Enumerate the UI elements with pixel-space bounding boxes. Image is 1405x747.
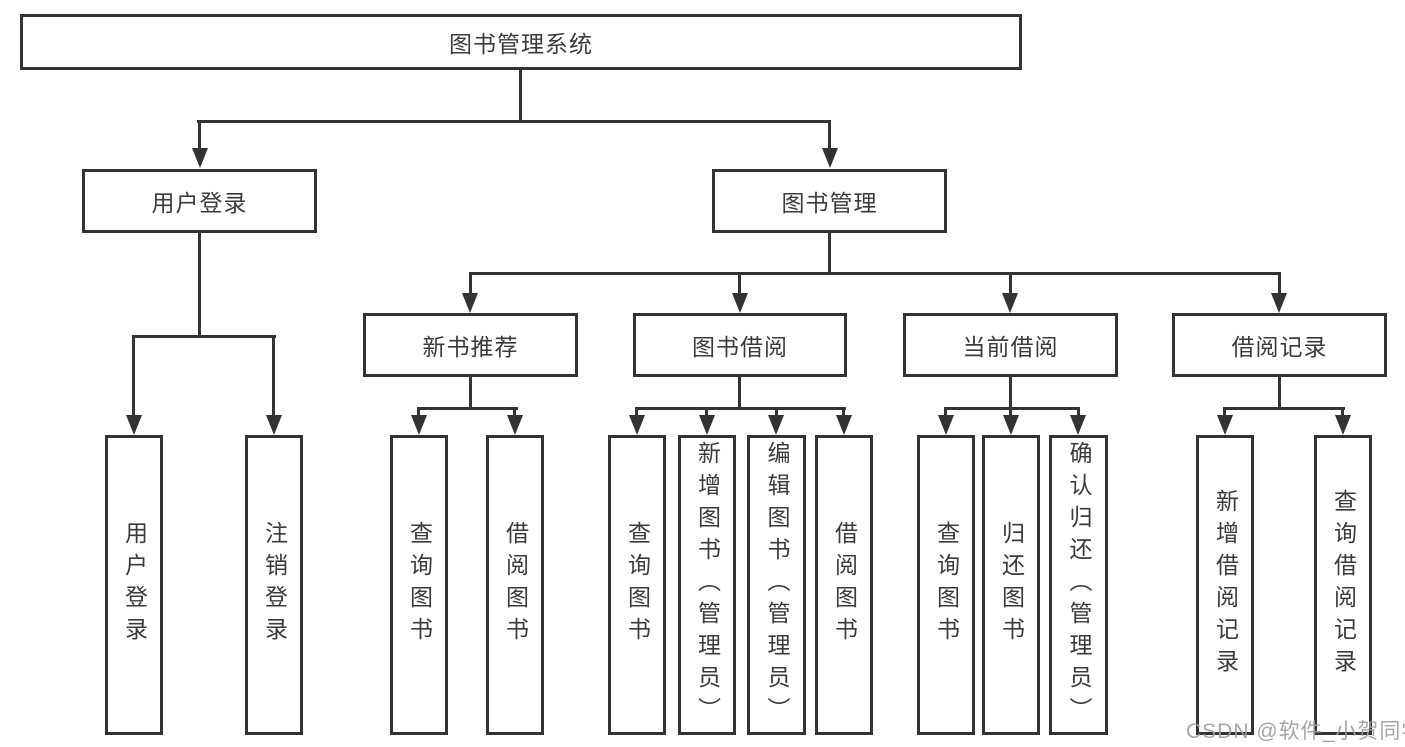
node-library-system: 图书管理系统 [20,14,1022,70]
leaf-label: 归还图书 [998,521,1025,649]
connector-borrow-stem [738,375,741,409]
leaf-borrow-books-newbook: 借阅图书 [486,435,544,735]
connector-to-leaf [705,407,708,418]
arrowhead-down-icon [836,415,852,435]
connector-login-stem [198,233,201,337]
arrowhead-down-icon [1271,293,1287,313]
node-user-login-label: 用户登录 [151,190,248,216]
node-current-borrowing: 当前借阅 [903,313,1118,377]
leaf-label: 新增图书（管理员） [694,441,721,729]
connector-to-bookmgmt [828,120,831,150]
connector-to-current [1009,272,1012,295]
node-borrowing-records-label: 借阅记录 [1231,334,1328,360]
connector-to-leaf [635,407,638,418]
leaf-label: 确认归还（管理员） [1066,441,1092,729]
leaf-label: 新增借阅记录 [1212,489,1239,681]
node-book-borrowing: 图书借阅 [633,313,847,377]
arrowhead-down-icon [126,415,142,435]
leaf-label: 查询图书 [624,521,651,649]
node-new-book-recommend: 新书推荐 [363,313,578,377]
connector-bookmgmt-stem [828,233,831,275]
connector-login-split [132,335,276,338]
connector-newbook-stem [469,375,472,409]
node-book-management: 图书管理 [712,169,947,233]
arrowhead-down-icon [462,293,478,313]
leaf-label: 编辑图书（管理员） [764,441,790,729]
connector-borrow-split [635,407,846,410]
leaf-label: 查询图书 [406,521,433,649]
leaf-confirm-return-admin: 确认归还（管理员） [1049,435,1108,735]
leaf-query-books-current: 查询图书 [917,435,975,735]
node-borrowing-records: 借阅记录 [1172,313,1387,377]
node-user-login: 用户登录 [82,169,317,233]
leaf-label: 借阅图书 [502,521,529,649]
node-book-borrowing-label: 图书借阅 [692,334,788,360]
connector-to-leaf [842,407,845,418]
leaf-query-books-newbook: 查询图书 [390,435,448,735]
arrowhead-down-icon [1070,415,1086,435]
connector-to-leaf [944,407,947,418]
connector-newbook-split [417,407,518,410]
arrowhead-down-icon [1335,415,1351,435]
connector-to-leaf [1341,407,1344,418]
connector-to-leaf [1077,407,1080,418]
connector-to-leaf [513,407,516,418]
connector-to-borrow [738,272,741,295]
leaf-logout: 注销登录 [245,435,303,735]
node-new-book-recommend-label: 新书推荐 [422,334,519,360]
connector-current-split [944,407,1080,410]
arrowhead-down-icon [629,415,645,435]
leaf-query-borrow-record: 查询借阅记录 [1314,435,1372,735]
connector-root-split [197,120,831,123]
connector-to-leaf [1009,407,1012,418]
leaf-label: 查询借阅记录 [1330,489,1357,681]
leaf-edit-books-admin: 编辑图书（管理员） [747,435,806,735]
arrowhead-down-icon [192,148,208,168]
arrowhead-down-icon [507,415,523,435]
connector-records-split [1223,407,1345,410]
arrowhead-down-icon [1217,415,1233,435]
connector-to-leaf [132,335,135,417]
leaf-borrow-books-borrow: 借阅图书 [815,435,873,735]
leaf-add-borrow-record: 新增借阅记录 [1196,435,1254,735]
arrowhead-down-icon [938,415,954,435]
node-book-management-label: 图书管理 [781,190,878,216]
connector-to-newbook [469,272,472,295]
leaf-add-books-admin: 新增图书（管理员） [678,435,736,735]
leaf-label: 注销登录 [261,521,288,649]
arrowhead-down-icon [266,415,282,435]
arrowhead-down-icon [822,148,838,168]
connector-to-login [198,120,201,150]
connector-to-leaf [417,407,420,418]
leaf-user-login: 用户登录 [105,435,163,735]
leaf-label: 查询图书 [933,521,960,649]
connector-to-leaf [272,335,275,417]
connector-to-leaf [775,407,778,418]
arrowhead-down-icon [699,415,715,435]
arrowhead-down-icon [732,293,748,313]
arrowhead-down-icon [1002,293,1018,313]
connector-bookmgmt-split [469,272,1281,275]
leaf-query-books-borrow: 查询图书 [608,435,666,735]
connector-root-stem [519,70,522,122]
leaf-return-books: 归还图书 [982,435,1040,735]
connector-to-records [1278,272,1281,295]
arrowhead-down-icon [411,415,427,435]
watermark: CSDN @软件_小贺同学 [1186,720,1405,743]
leaf-label: 用户登录 [121,521,148,649]
connector-to-leaf [1223,407,1226,418]
node-current-borrowing-label: 当前借阅 [962,334,1059,360]
arrowhead-down-icon [768,415,784,435]
leaf-label: 借阅图书 [831,521,858,649]
connector-current-stem [1009,375,1012,409]
node-library-system-label: 图书管理系统 [449,31,593,57]
arrowhead-down-icon [1003,415,1019,435]
connector-records-stem [1278,375,1281,409]
